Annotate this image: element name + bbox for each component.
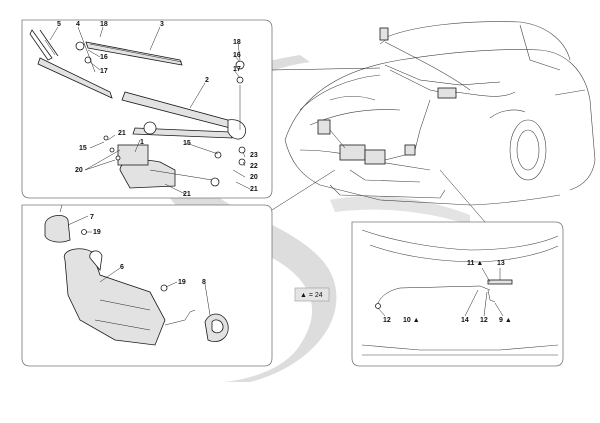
label-9: 9 ▲ [499, 317, 512, 324]
label-14: 14 [461, 317, 469, 324]
label-19: 19 [93, 229, 101, 236]
label-4: 4 [76, 21, 80, 28]
label-6: 6 [120, 264, 124, 271]
label-16b: 16 [233, 52, 241, 59]
legend-box: ▲ = 24 [294, 287, 330, 302]
label-2: 2 [205, 77, 209, 84]
label-18b: 18 [233, 39, 241, 46]
label-11: 11 ▲ [467, 260, 483, 267]
label-7: 7 [90, 214, 94, 221]
label-19b: 19 [178, 279, 186, 286]
legend-text: ▲ = 24 [300, 292, 323, 299]
callout-lines [271, 67, 486, 223]
label-13: 13 [497, 260, 505, 267]
label-1: 1 [140, 139, 144, 146]
panel-washer-horn [21, 204, 273, 367]
label-10: 10 ▲ [403, 317, 420, 324]
label-15b: 15 [183, 140, 191, 147]
label-20: 20 [75, 167, 83, 174]
label-21c: 21 [183, 191, 191, 198]
label-15: 15 [79, 145, 87, 152]
label-5: 5 [57, 21, 61, 28]
label-21: 21 [118, 130, 126, 137]
panel-washer-hose [351, 221, 564, 367]
label-18: 18 [100, 21, 108, 28]
panel-wipers [21, 19, 273, 199]
label-17b: 17 [233, 66, 241, 73]
label-16: 16 [100, 54, 108, 61]
label-12: 12 [383, 317, 391, 324]
label-20b: 20 [250, 174, 258, 181]
label-17: 17 [100, 68, 108, 75]
car-illustration [284, 21, 596, 206]
label-12b: 12 [480, 317, 488, 324]
part-labels: 5 4 18 3 16 17 2 21 15 1 20 15 23 22 20 … [57, 21, 512, 324]
label-3: 3 [160, 21, 164, 28]
label-8: 8 [202, 279, 206, 286]
label-22: 22 [250, 163, 258, 170]
label-21b: 21 [250, 186, 258, 193]
label-23: 23 [250, 152, 258, 159]
